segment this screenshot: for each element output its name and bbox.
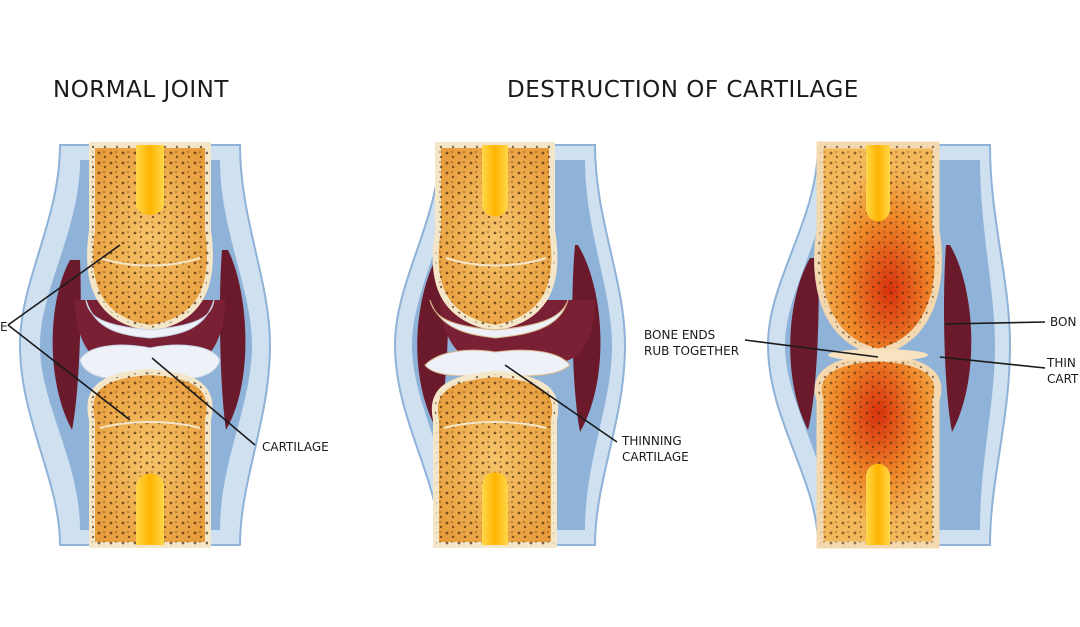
leader-bone-ends <box>744 339 879 358</box>
lower-marrow <box>482 472 508 545</box>
upper-marrow <box>866 145 890 222</box>
leader-bone-right <box>944 321 1046 325</box>
lower-marrow <box>136 473 164 545</box>
leader-left-bone-lower <box>7 324 131 421</box>
destruction-title: DESTRUCTION OF CARTILAGE <box>507 77 859 103</box>
label-right-cart-cut: CART <box>1047 372 1079 386</box>
synovium-left <box>790 258 819 430</box>
thinning-joint <box>393 142 627 548</box>
leader-thinning-right <box>939 356 1046 369</box>
synovium-left <box>52 260 81 430</box>
leader-left-bone <box>7 244 121 326</box>
label-right-bone-cut: BON <box>1050 315 1077 329</box>
label-right-thin-cut: THIN <box>1047 356 1076 370</box>
synovium-right <box>944 245 972 432</box>
normal-joint-title: NORMAL JOINT <box>53 77 229 103</box>
label-left-cut: E <box>0 320 8 334</box>
lower-marrow <box>866 463 890 545</box>
bone-contact <box>828 349 928 361</box>
upper-cartilage <box>85 299 215 339</box>
upper-marrow <box>482 145 508 217</box>
label-thinning-line2: CARTILAGE <box>622 450 689 464</box>
upper-cartilage-thin <box>429 299 569 339</box>
leader-cartilage <box>151 357 256 446</box>
label-bone-ends-line2: RUB TOGETHER <box>644 344 740 358</box>
label-bone-ends-line1: BONE ENDS <box>644 328 716 342</box>
normal-joint <box>7 142 272 548</box>
upper-marrow <box>136 145 164 215</box>
label-cartilage: CARTILAGE <box>262 440 329 454</box>
damaged-joint <box>744 141 1046 549</box>
label-thinning-line1: THINNING <box>622 434 682 448</box>
leader-thinning <box>504 364 618 443</box>
synovium-right <box>219 250 246 430</box>
